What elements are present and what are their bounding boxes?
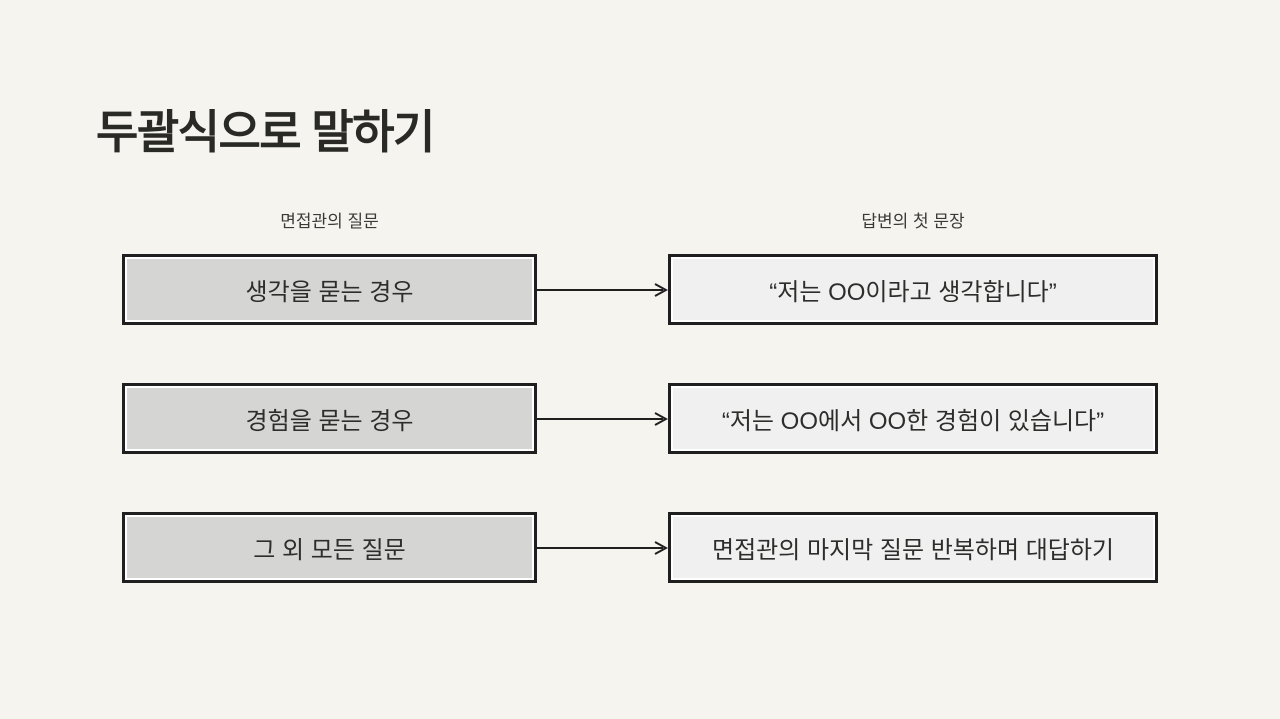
- arrow-right-icon: [537, 283, 668, 297]
- page-title: 두괄식으로 말하기: [96, 106, 435, 158]
- answer-box-all-other: 면접관의 마지막 질문 반복하며 대답하기: [668, 512, 1158, 583]
- arrow-right-icon: [537, 412, 668, 426]
- question-box-thoughts: 생각을 묻는 경우: [122, 254, 537, 325]
- arrow-right-icon: [537, 541, 668, 555]
- column-header-interviewer-question: 면접관의 질문: [280, 212, 379, 231]
- diagram-row: 그 외 모든 질문 면접관의 마지막 질문 반복하며 대답하기: [0, 512, 1280, 583]
- question-box-all-other: 그 외 모든 질문: [122, 512, 537, 583]
- column-header-answer-first-sentence: 답변의 첫 문장: [861, 212, 965, 231]
- diagram-row: 생각을 묻는 경우 “저는 OO이라고 생각합니다”: [0, 254, 1280, 325]
- diagram-row: 경험을 묻는 경우 “저는 OO에서 OO한 경험이 있습니다”: [0, 383, 1280, 454]
- answer-box-experience: “저는 OO에서 OO한 경험이 있습니다”: [668, 383, 1158, 454]
- answer-box-thoughts: “저는 OO이라고 생각합니다”: [668, 254, 1158, 325]
- question-box-experience: 경험을 묻는 경우: [122, 383, 537, 454]
